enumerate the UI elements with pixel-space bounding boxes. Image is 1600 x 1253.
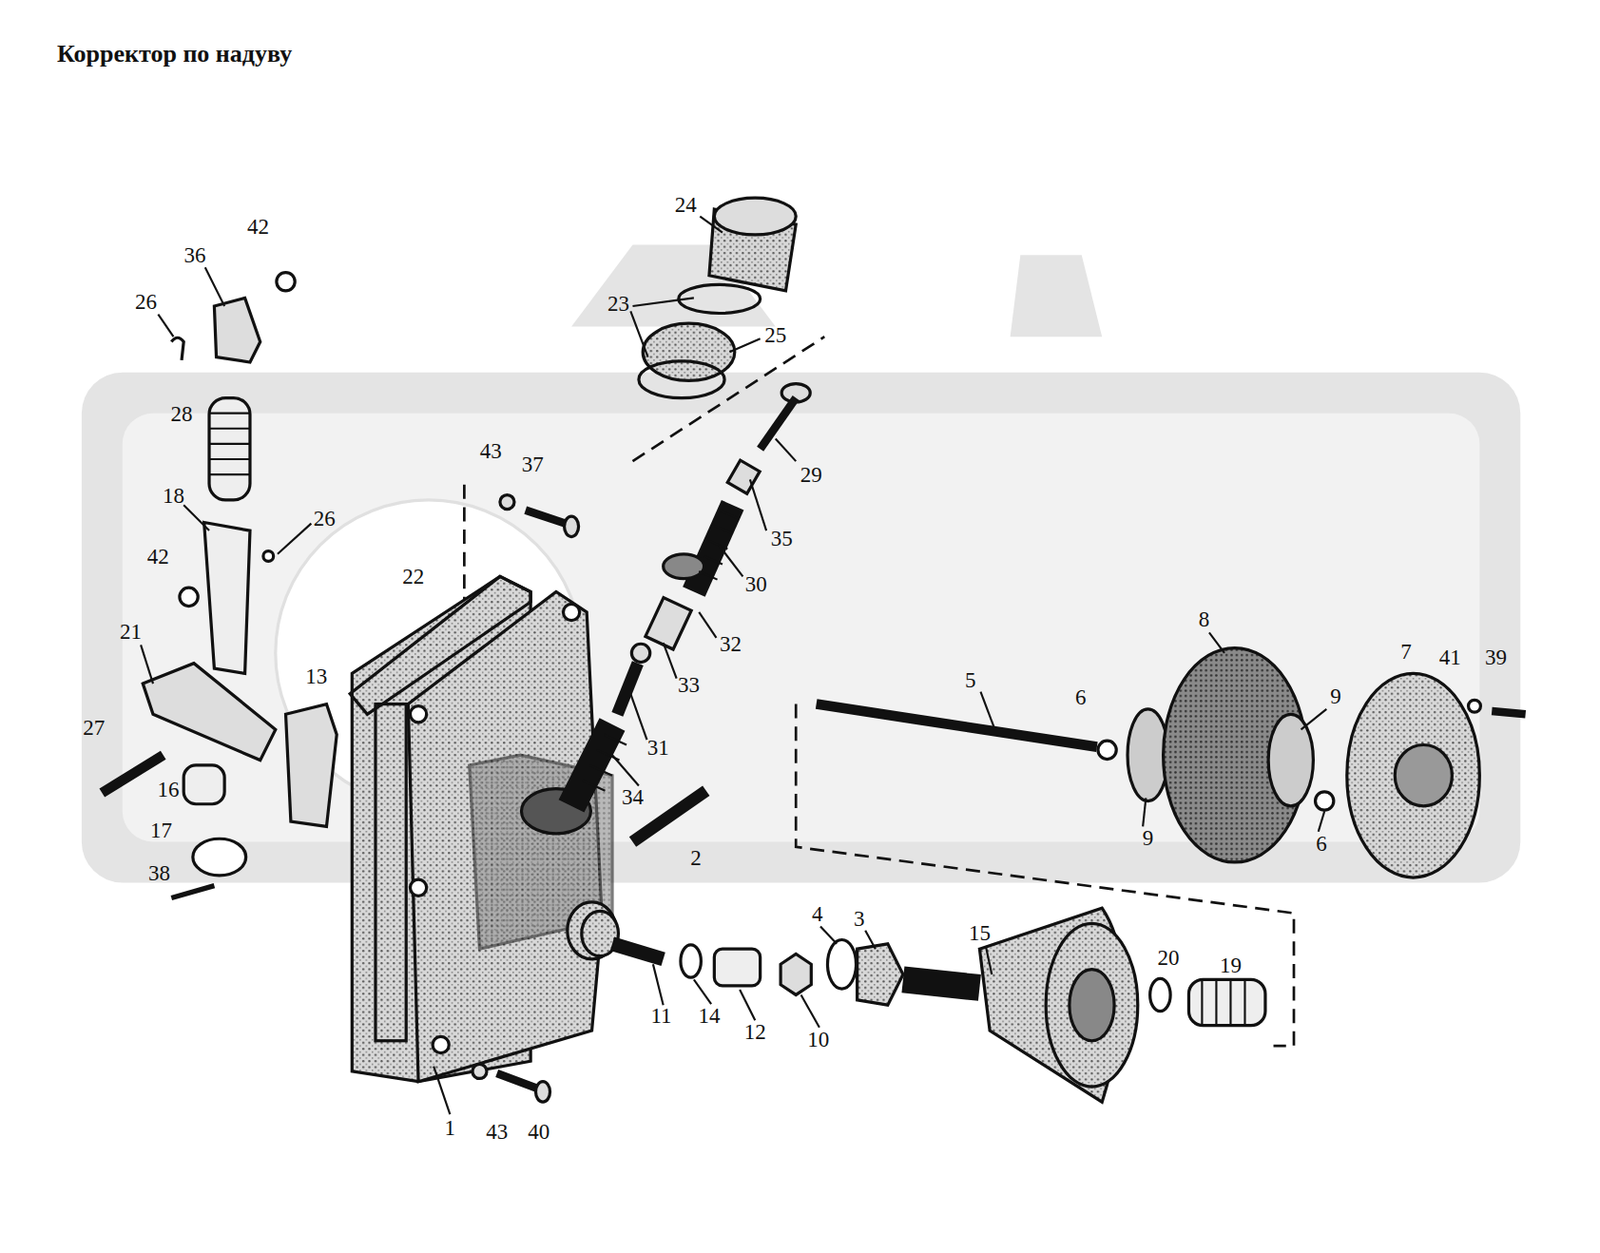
callout-number: 35 <box>769 525 795 550</box>
callout-number: 11 <box>648 1002 674 1027</box>
callout-number: 7 <box>1398 638 1414 663</box>
callout-number: 39 <box>1483 645 1509 670</box>
callout-number: 43 <box>478 439 504 463</box>
callout-number: 41 <box>1437 645 1464 670</box>
watermark <box>81 245 1521 884</box>
callout-number: 23 <box>605 290 632 315</box>
callout-number: 26 <box>133 289 159 313</box>
callout-number: 10 <box>805 1026 831 1051</box>
callout-number: 6 <box>1073 685 1089 710</box>
housing <box>351 576 617 1081</box>
callout-number: 9 <box>1328 683 1344 708</box>
callout-number: 32 <box>717 632 744 656</box>
callout-number: 13 <box>303 663 329 688</box>
callout-number: 29 <box>798 462 825 487</box>
callout-number: 30 <box>743 571 770 596</box>
callout-number: 24 <box>673 192 699 216</box>
callout-number: 8 <box>1196 607 1213 632</box>
callout-number: 17 <box>148 817 174 842</box>
callout-number: 16 <box>155 776 182 801</box>
callout-number: 18 <box>160 482 187 507</box>
callout-number: 40 <box>525 1119 552 1144</box>
callout-number: 38 <box>146 860 173 885</box>
callout-number: 28 <box>169 401 195 425</box>
callout-number: 4 <box>809 901 826 926</box>
callout-number: 26 <box>311 506 338 531</box>
callout-number: 14 <box>695 1002 722 1027</box>
callout-number: 43 <box>483 1119 510 1144</box>
callout-number: 42 <box>245 214 271 239</box>
callout-number: 33 <box>675 673 702 697</box>
callout-number: 36 <box>182 243 209 268</box>
callout-number: 42 <box>145 543 172 568</box>
callout-number: 22 <box>400 564 426 589</box>
callout-number: 31 <box>645 734 672 759</box>
callout-number: 3 <box>851 906 868 930</box>
callout-number: 34 <box>619 785 646 810</box>
callout-number: 27 <box>80 715 107 740</box>
callout-number: 19 <box>1217 953 1244 978</box>
callout-number: 12 <box>742 1020 769 1044</box>
callout-number: 20 <box>1155 944 1181 969</box>
callout-number: 1 <box>443 1115 459 1139</box>
callout-number: 5 <box>963 667 979 692</box>
callout-number: 25 <box>762 323 789 347</box>
callout-number: 9 <box>1140 826 1157 850</box>
callout-number: 21 <box>117 619 144 644</box>
callout-number: 6 <box>1313 830 1330 855</box>
callout-number: 2 <box>688 845 704 869</box>
callout-number: 37 <box>520 452 546 477</box>
callout-number: 15 <box>966 920 993 945</box>
diagram-title: Корректор по надуву <box>57 39 292 69</box>
